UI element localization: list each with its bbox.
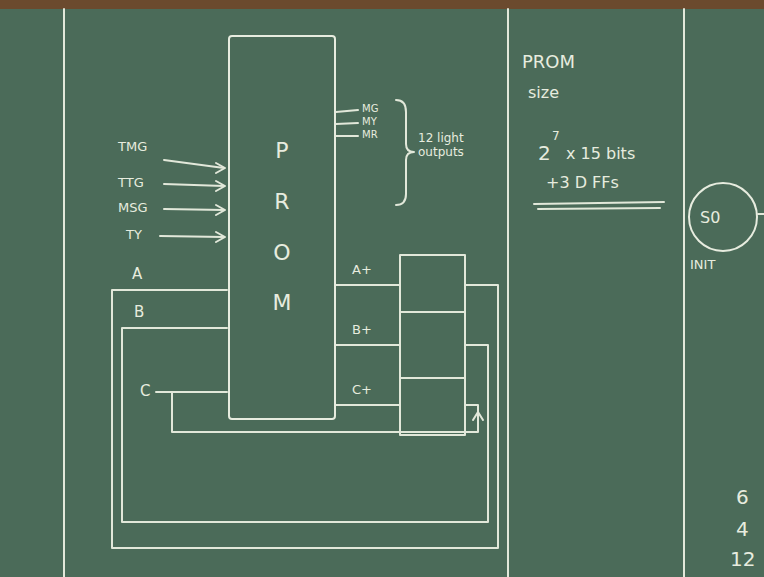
chalk-label: MR [362,129,378,141]
input-wire [156,391,227,393]
chalk-label: x 15 bits [566,145,635,163]
output-wire [336,110,358,112]
board-frame [0,0,764,9]
chalk-label: 6 [736,486,749,509]
input-wire [160,236,224,237]
register-box [400,255,465,435]
brace [396,100,414,205]
output-wire [336,404,399,406]
chalk-label: MSG [118,201,148,216]
feedback-wire [112,285,498,548]
chalk-label: 12 [730,548,755,571]
input-wire [164,160,224,168]
underline [538,208,660,209]
input-wire [164,184,224,186]
chalk-label: 7 [552,130,560,144]
prom-box: P R O M [228,35,336,420]
chalk-label: A [132,266,142,283]
chalk-label: TMG [118,140,147,155]
board-divider [683,9,685,577]
board-divider [507,9,509,577]
register-divider [400,377,465,379]
chalk-label: TTG [118,176,144,191]
input-wire [164,209,224,210]
chalk-label: size [528,84,559,102]
chalk-label: 2 [538,142,551,165]
register-divider [400,311,465,313]
output-wire [336,123,358,124]
output-wire [336,135,358,137]
arrowhead [473,412,483,420]
node-text: S0 [700,208,720,227]
chalk-label: C [140,383,150,400]
chalk-label: 4 [736,518,749,541]
chalk-label: B+ [352,323,372,338]
feedback-wire [122,328,488,522]
state-wire [758,213,764,215]
chalk-label: A+ [352,263,372,278]
underline [534,202,664,204]
output-wire [336,284,399,286]
arrowhead [216,181,225,191]
arrowhead [216,232,225,242]
chalk-label: MY [362,116,377,128]
chalk-label: INIT [690,258,715,273]
chalk-label: B [134,304,144,321]
arrowhead [216,163,225,173]
feedback-wire [172,392,478,432]
chalk-label: TY [126,228,142,243]
chalk-label: +3 D FFs [546,174,619,192]
state-circle: S0 [688,182,758,252]
arrowhead [216,205,225,215]
chalk-label: 12 light outputs [418,132,488,160]
board-divider [63,9,65,577]
chalk-label: PROM [522,52,575,73]
chalk-label: MG [362,103,378,115]
output-wire [336,344,399,346]
chalk-label: C+ [352,383,372,398]
node-text: P R O M [271,126,293,328]
